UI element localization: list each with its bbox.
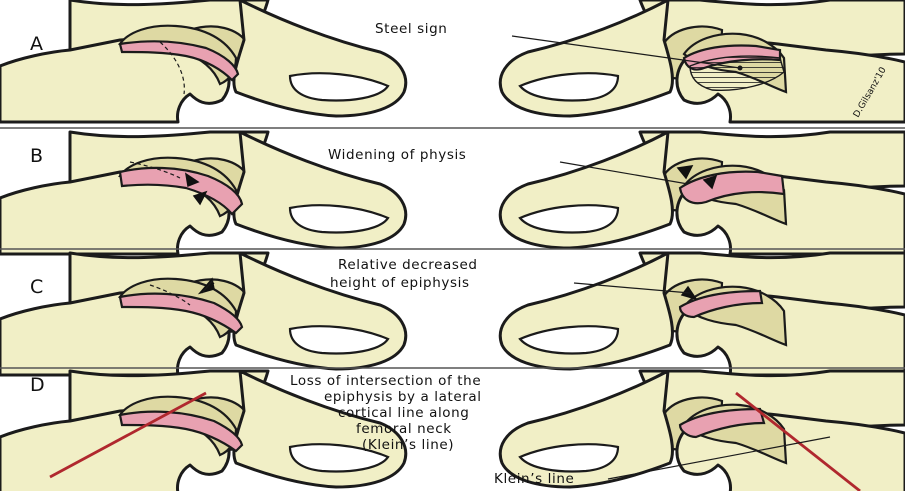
annotation-loss-of-intersection: (Klein’s line) (362, 437, 454, 453)
annotation-loss-of-intersection: epiphysis by a lateral (324, 389, 482, 405)
annotation-relative-decreased-height: Relative decreased (338, 257, 478, 273)
panel-c: C Relative decreased height of epiphysis (0, 253, 905, 375)
panel-letter: D (30, 374, 45, 396)
panel-a: A Steel sign D.Gilsanz'10 (0, 0, 905, 122)
panel-d: D Loss of intersection of the epiphysis … (0, 371, 905, 491)
annotation-loss-of-intersection: Loss of intersection of the (290, 373, 481, 389)
annotation-loss-of-intersection: femoral neck (356, 421, 452, 437)
annotation-loss-of-intersection: cortical line along (338, 405, 469, 421)
annotation-steel-sign: Steel sign (375, 21, 447, 37)
annotation-kleins-line: Klein’s line (494, 471, 574, 487)
annotation-widening-of-physis: Widening of physis (328, 147, 466, 163)
panel-letter: B (30, 145, 43, 167)
annotation-relative-decreased-height: height of epiphysis (330, 275, 470, 291)
panel-letter: A (30, 33, 43, 55)
panel-b: B Widening of physis (0, 132, 905, 254)
panel-letter: C (30, 276, 43, 298)
